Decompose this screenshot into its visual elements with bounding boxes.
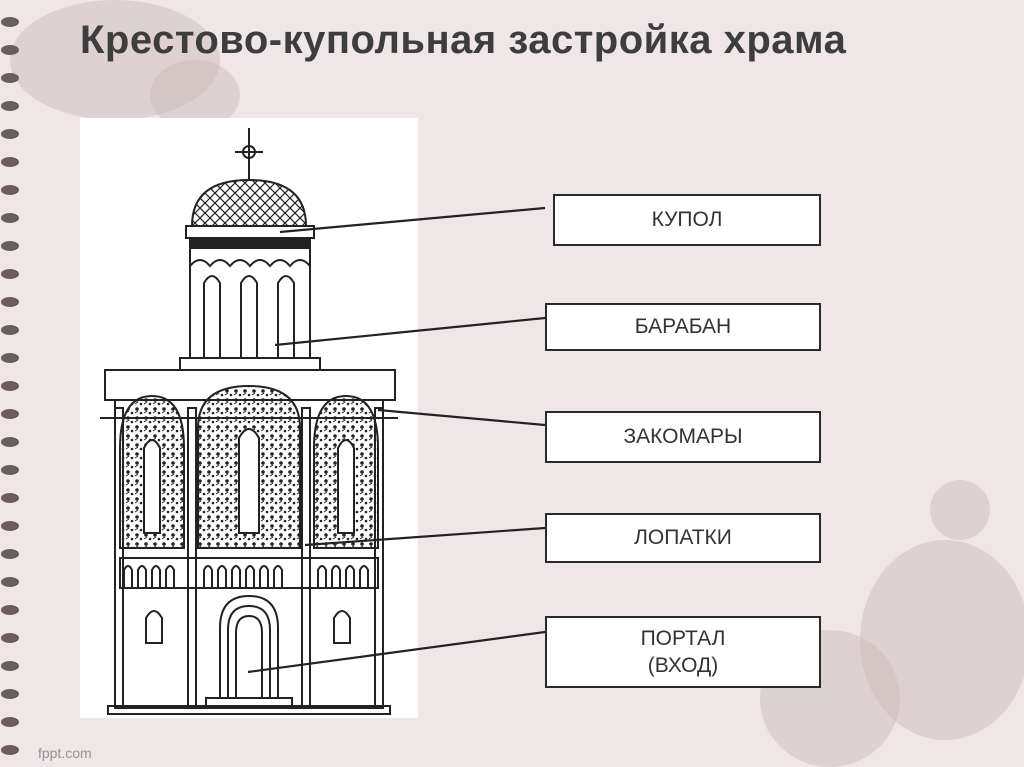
church-drawing xyxy=(100,128,398,715)
label-lopatki-text: ЛОПАТКИ xyxy=(634,526,732,550)
ink-splat-decoration xyxy=(930,480,990,540)
notebook-spiral xyxy=(1,17,19,755)
label-baraban: БАРАБАН xyxy=(545,303,821,351)
label-zakomary: ЗАКОМАРЫ xyxy=(545,411,821,463)
label-zakomary-text: ЗАКОМАРЫ xyxy=(623,425,743,449)
label-portal-text: ПОРТАЛ (ВХОД) xyxy=(640,626,726,677)
ink-splat-decoration xyxy=(860,540,1024,740)
footer-watermark: fppt.com xyxy=(38,745,92,761)
label-lopatki: ЛОПАТКИ xyxy=(545,513,821,563)
church-drawing-panel xyxy=(80,118,418,718)
label-portal: ПОРТАЛ (ВХОД) xyxy=(545,616,821,688)
label-baraban-text: БАРАБАН xyxy=(634,315,732,339)
ink-splat-decoration xyxy=(10,0,220,120)
slide-title: Крестово-купольная застройка храма xyxy=(80,18,847,62)
label-kupol: КУПОЛ xyxy=(553,194,821,246)
label-kupol-text: КУПОЛ xyxy=(651,208,723,232)
